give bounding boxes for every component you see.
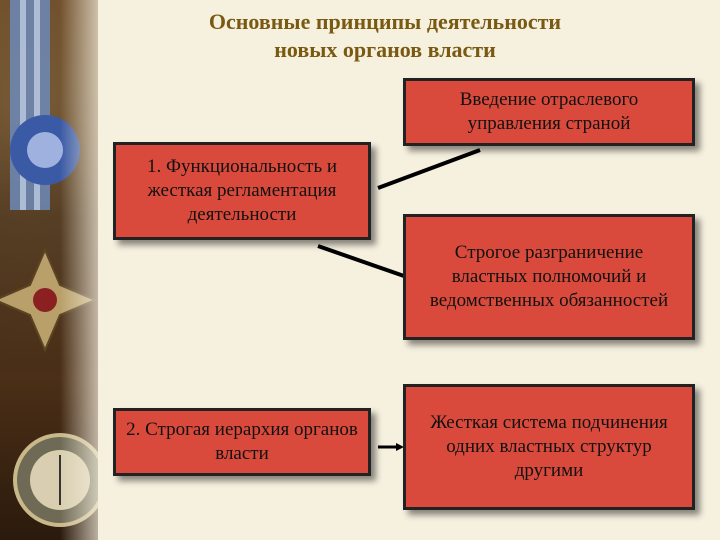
result-text-2: Строгое разграничение властных полномочи…: [429, 242, 669, 311]
result-text-3: Жесткая система подчинения одних властны…: [430, 412, 668, 481]
result-box-2: Строгое разграничение властных полномочи…: [403, 214, 695, 340]
result-text-1: Введение отраслевого управления страной: [459, 89, 639, 134]
connector-principle1-to-result1: [377, 148, 481, 190]
slide-title-line-2: новых органов власти: [274, 37, 496, 62]
result-box-3: Жесткая система подчинения одних властны…: [403, 384, 695, 510]
result-box-1: Введение отраслевого управления страной: [403, 78, 695, 146]
principle-text-1: 1. Функциональность и жесткая регламента…: [146, 156, 338, 225]
principle-box-1: 1. Функциональность и жесткая регламента…: [113, 142, 371, 240]
connector-principle1-to-result2: [317, 244, 405, 278]
connector-arrowhead: [396, 443, 404, 451]
slide-title-line-1: Основные принципы деятельности: [208, 9, 562, 34]
photo-fade: [60, 0, 120, 540]
principle-box-2: 2. Строгая иерархия органов власти: [113, 408, 371, 476]
slide-title: Основные принципы деятельности новых орг…: [150, 8, 620, 64]
principle-text-2: 2. Строгая иерархия органов власти: [126, 419, 358, 464]
